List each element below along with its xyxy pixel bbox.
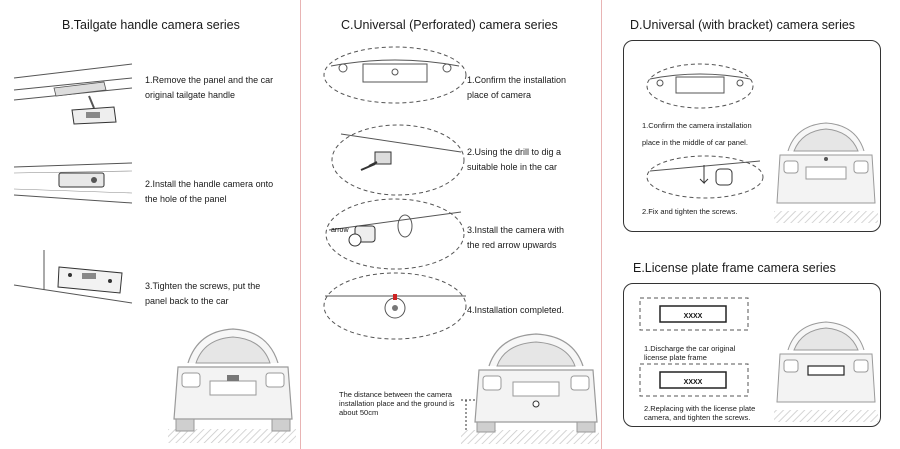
car-rear-tailgate-illustration (168, 328, 296, 443)
install-camera-illustration: arrow (325, 198, 465, 270)
tailgate-tighten-illustration (13, 250, 133, 304)
car-rear-bracket-illustration (774, 122, 878, 223)
plate-text-1: XXXX (684, 313, 703, 320)
car-rear-plate-illustration (774, 321, 878, 422)
drill-hole-illustration (331, 124, 465, 196)
bracket-fix-illustration (646, 155, 764, 199)
section-c-step-4: 4.Installation completed. (467, 305, 565, 315)
section-bracket-and-plate: D.Universal (with bracket) camera series… (603, 0, 900, 449)
arrow-label: arrow (331, 227, 349, 234)
distance-note: The distance between the camera installa… (339, 390, 455, 417)
column-divider-1 (300, 0, 301, 449)
column-divider-2 (601, 0, 602, 449)
original-plate-illustration: XXXX (639, 297, 749, 331)
camera-plate-illustration: XXXX (639, 363, 749, 397)
tailgate-remove-illustration (13, 63, 133, 125)
section-universal-perforated: C.Universal (Perforated) camera series 1… (301, 0, 601, 449)
tailgate-install-illustration (13, 162, 133, 204)
section-d-step-2: 2.Fix and tighten the screws. (642, 207, 738, 216)
section-tailgate-handle: B.Tailgate handle camera series 1.Remove… (0, 0, 300, 449)
section-d-title: D.Universal (with bracket) camera series (630, 18, 856, 32)
confirm-place-illustration (323, 46, 467, 104)
section-e-title: E.License plate frame camera series (633, 261, 836, 275)
section-b-title: B.Tailgate handle camera series (62, 18, 240, 32)
plate-text-2: XXXX (684, 379, 703, 386)
section-c-title: C.Universal (Perforated) camera series (341, 18, 558, 32)
installation-completed-illustration (323, 272, 467, 340)
car-rear-perforated-illustration (461, 333, 599, 444)
bracket-confirm-illustration (646, 63, 754, 109)
